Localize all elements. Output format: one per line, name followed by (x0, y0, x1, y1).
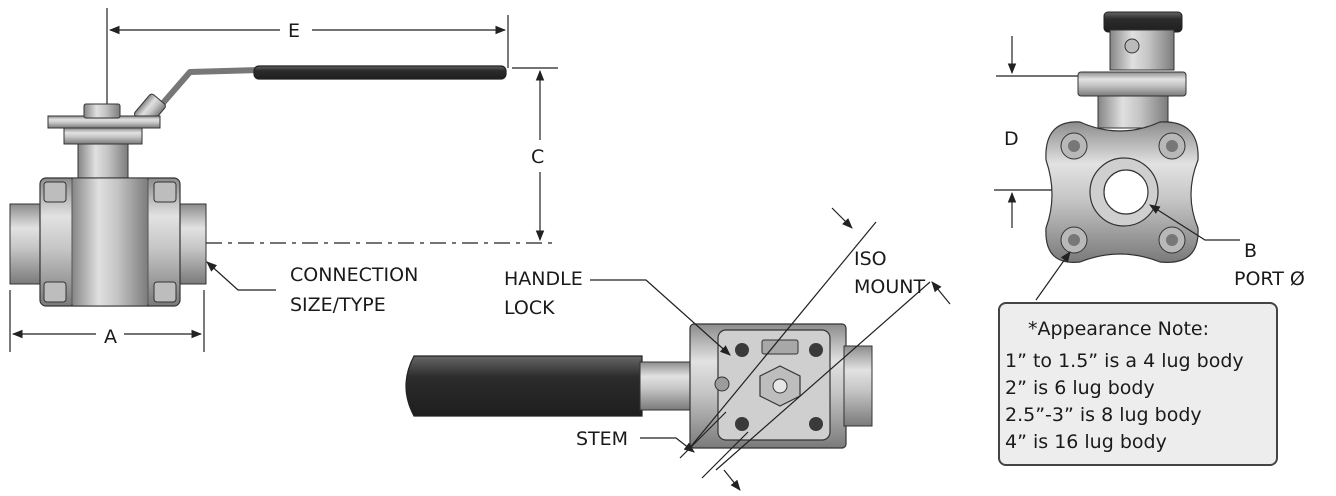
mount-hole-br (809, 417, 823, 431)
iso-line-lower (715, 281, 931, 471)
port-opening (1103, 169, 1149, 215)
stem-center (772, 378, 788, 394)
stem-dim-arrow (723, 469, 741, 491)
packing-gland (63, 127, 143, 145)
stem-leader (640, 437, 695, 453)
lug-bolt-bl-core (1068, 234, 1080, 246)
mount-label: MOUNT (854, 276, 926, 298)
connection-label: CONNECTION (290, 264, 419, 286)
bolt-top-left (43, 181, 67, 203)
dimension-a-label: A (104, 326, 117, 348)
bonnet-neck (77, 143, 129, 179)
bolt-top-right (153, 181, 177, 203)
handle-lock-leader (590, 279, 731, 356)
bolt-bottom-left (43, 281, 67, 303)
end-stem-body (1109, 29, 1175, 71)
appearance-note-box: *Appearance Note: 1” to 1.5” is a 4 lug … (998, 302, 1278, 466)
port-label: PORT Ø (1234, 268, 1305, 290)
lever-grip (253, 65, 507, 80)
end-top-plate (1077, 71, 1187, 97)
port-leader (1149, 204, 1240, 241)
top-handle-grip (405, 355, 643, 417)
handle-label: HANDLE (504, 268, 583, 290)
top-lock-tab (761, 339, 799, 355)
dimension-c-label: C (531, 146, 545, 168)
dimension-e-label: E (288, 20, 301, 42)
appearance-note-line-2: 2” is 6 lug body (1005, 377, 1155, 399)
handle-lock-pin (714, 376, 730, 392)
iso-label: ISO (854, 248, 887, 270)
stem-nut (83, 103, 121, 119)
iso-dim-arrow-bottom (931, 281, 951, 305)
mount-hole-tr (809, 343, 823, 357)
end-stem-cap (1103, 11, 1183, 33)
appearance-leader (1035, 251, 1071, 301)
appearance-note-line-1: 1” to 1.5” is a 4 lug body (1005, 350, 1244, 372)
stem-label: STEM (576, 428, 629, 450)
stem-dim-line-1 (679, 411, 727, 459)
lug-bolt-br-core (1166, 234, 1178, 246)
side-view (9, 8, 558, 352)
appearance-note-line-3: 2.5”-3” is 8 lug body (1005, 404, 1202, 426)
top-body-right-end (843, 345, 873, 427)
lug-bolt-tr-core (1166, 140, 1178, 152)
appearance-note-title: *Appearance Note: (1028, 318, 1210, 340)
dimension-d-label: D (1004, 128, 1019, 150)
iso-line-upper (687, 221, 877, 451)
body-center (71, 177, 149, 307)
dimension-b-label: B (1244, 240, 1258, 262)
lock-label: LOCK (504, 297, 555, 319)
mount-hole-tl (735, 343, 749, 357)
lug-bolt-tl-core (1068, 140, 1080, 152)
bolt-bottom-right (153, 281, 177, 303)
mount-hole-bl (735, 417, 749, 431)
appearance-note-line-4: 4” is 16 lug body (1005, 431, 1167, 453)
top-view (405, 207, 951, 491)
size-type-label: SIZE/TYPE (290, 294, 386, 316)
stem-dim-line-2 (701, 431, 749, 479)
end-view (994, 11, 1240, 301)
lever-arm (147, 67, 259, 120)
end-stem-screw (1124, 38, 1140, 54)
iso-dim-arrow-top (831, 207, 853, 229)
end-neck (1097, 95, 1169, 129)
connection-leader (206, 261, 276, 291)
